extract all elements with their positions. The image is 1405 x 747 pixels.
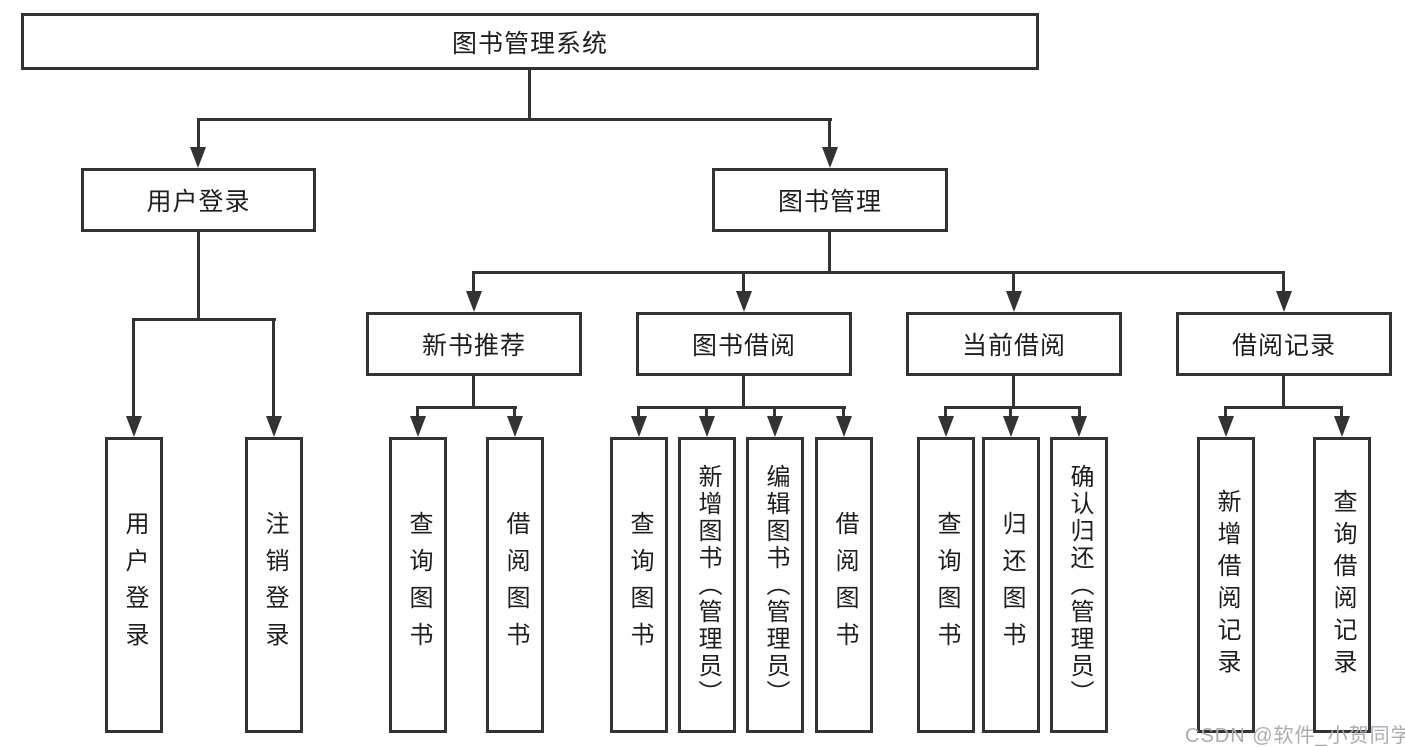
leaf-query-books-3: 查询图书	[917, 437, 975, 733]
leaf-query-books: 查询图书	[389, 437, 447, 733]
connector-line	[1009, 406, 1012, 418]
connector-line	[842, 406, 845, 418]
leaf-query-books-2: 查询图书	[610, 437, 668, 733]
connector-line	[1224, 406, 1227, 418]
arrowhead-down-icon	[1071, 416, 1087, 437]
connector-line	[828, 232, 831, 274]
node-library-system: 图书管理系统	[21, 13, 1039, 70]
arrowhead-down-icon	[836, 416, 852, 437]
connector-line	[705, 406, 708, 418]
arrowhead-down-icon	[1006, 291, 1022, 312]
leaf-label: 查询图书	[933, 511, 960, 659]
node-label: 当前借阅	[961, 332, 1066, 360]
connector-line	[513, 406, 516, 418]
node-label: 图书管理	[777, 188, 882, 216]
leaf-label: 用户登录	[121, 511, 148, 659]
connector-line	[637, 406, 846, 409]
node-current-borrowing: 当前借阅	[906, 312, 1122, 376]
node-user-login: 用户登录	[81, 168, 316, 232]
arrowhead-down-icon	[767, 416, 783, 437]
connector-line	[1078, 406, 1081, 418]
connector-line	[773, 406, 776, 418]
connector-line	[472, 376, 475, 409]
connector-line	[637, 406, 640, 418]
leaf-label: 归还图书	[998, 511, 1025, 659]
leaf-logout: 注销登录	[245, 437, 303, 733]
connector-line	[472, 271, 475, 293]
leaf-label: 借阅图书	[831, 511, 858, 659]
leaf-label: 编辑图书（管理员）	[762, 463, 789, 707]
leaf-return-books: 归还图书	[982, 437, 1040, 733]
node-new-book-recommend: 新书推荐	[366, 312, 582, 376]
leaf-user-login: 用户登录	[105, 437, 163, 733]
arrowhead-down-icon	[1334, 416, 1350, 437]
arrowhead-down-icon	[1218, 416, 1234, 437]
connector-line	[944, 406, 947, 418]
node-label: 图书管理系统	[451, 29, 608, 58]
arrowhead-down-icon	[1276, 291, 1292, 312]
arrowhead-down-icon	[699, 416, 715, 437]
leaf-label: 新增图书（管理员）	[694, 463, 721, 707]
connector-line	[1012, 271, 1015, 293]
node-label: 用户登录	[146, 188, 251, 216]
leaf-borrow-books: 借阅图书	[486, 437, 544, 733]
connector-line	[472, 271, 1285, 274]
connector-line	[132, 318, 276, 321]
arrowhead-down-icon	[1003, 416, 1019, 437]
connector-line	[197, 118, 200, 148]
leaf-label: 注销登录	[261, 511, 288, 659]
connector-line	[742, 376, 745, 409]
leaf-confirm-return-admin: 确认归还（管理员）	[1050, 437, 1108, 733]
node-label: 借阅记录	[1231, 332, 1336, 360]
arrowhead-down-icon	[466, 291, 482, 312]
leaf-label: 查询图书	[626, 511, 653, 659]
node-label: 图书借阅	[691, 332, 796, 360]
node-borrowing-records: 借阅记录	[1176, 312, 1392, 376]
connector-line	[742, 271, 745, 293]
leaf-query-borrow-record: 查询借阅记录	[1313, 437, 1371, 733]
arrowhead-down-icon	[631, 416, 647, 437]
arrowhead-down-icon	[410, 416, 426, 437]
connector-line	[1282, 271, 1285, 293]
csdn-watermark: CSDN @软件_小贺同学	[1185, 725, 1405, 747]
arrowhead-down-icon	[126, 416, 142, 437]
connector-line	[1340, 406, 1343, 418]
leaf-edit-books-admin: 编辑图书（管理员）	[746, 437, 804, 733]
connector-line	[1012, 376, 1015, 409]
leaf-add-borrow-record: 新增借阅记录	[1197, 437, 1255, 733]
arrowhead-down-icon	[190, 147, 206, 168]
leaf-label: 借阅图书	[502, 511, 529, 659]
connector-line	[416, 406, 517, 409]
arrowhead-down-icon	[507, 416, 523, 437]
leaf-borrow-books-2: 借阅图书	[815, 437, 873, 733]
arrowhead-down-icon	[938, 416, 954, 437]
leaf-label: 查询借阅记录	[1329, 489, 1356, 681]
node-book-management: 图书管理	[712, 168, 948, 232]
connector-line	[528, 70, 531, 120]
connector-line	[1282, 376, 1285, 409]
leaf-label: 新增借阅记录	[1213, 489, 1240, 681]
node-label: 新书推荐	[421, 332, 526, 360]
connector-line	[197, 118, 832, 121]
connector-line	[828, 118, 831, 148]
connector-line	[416, 406, 419, 418]
connector-line	[132, 318, 135, 417]
leaf-label: 确认归还（管理员）	[1066, 463, 1093, 707]
arrowhead-down-icon	[736, 291, 752, 312]
leaf-add-books-admin: 新增图书（管理员）	[678, 437, 736, 733]
connector-line	[1224, 406, 1343, 409]
arrowhead-down-icon	[822, 147, 838, 168]
node-book-borrowing: 图书借阅	[636, 312, 852, 376]
connector-line	[197, 232, 200, 321]
leaf-label: 查询图书	[405, 511, 432, 659]
connector-line	[272, 318, 275, 417]
connector-line	[944, 406, 1081, 409]
arrowhead-down-icon	[266, 416, 282, 437]
